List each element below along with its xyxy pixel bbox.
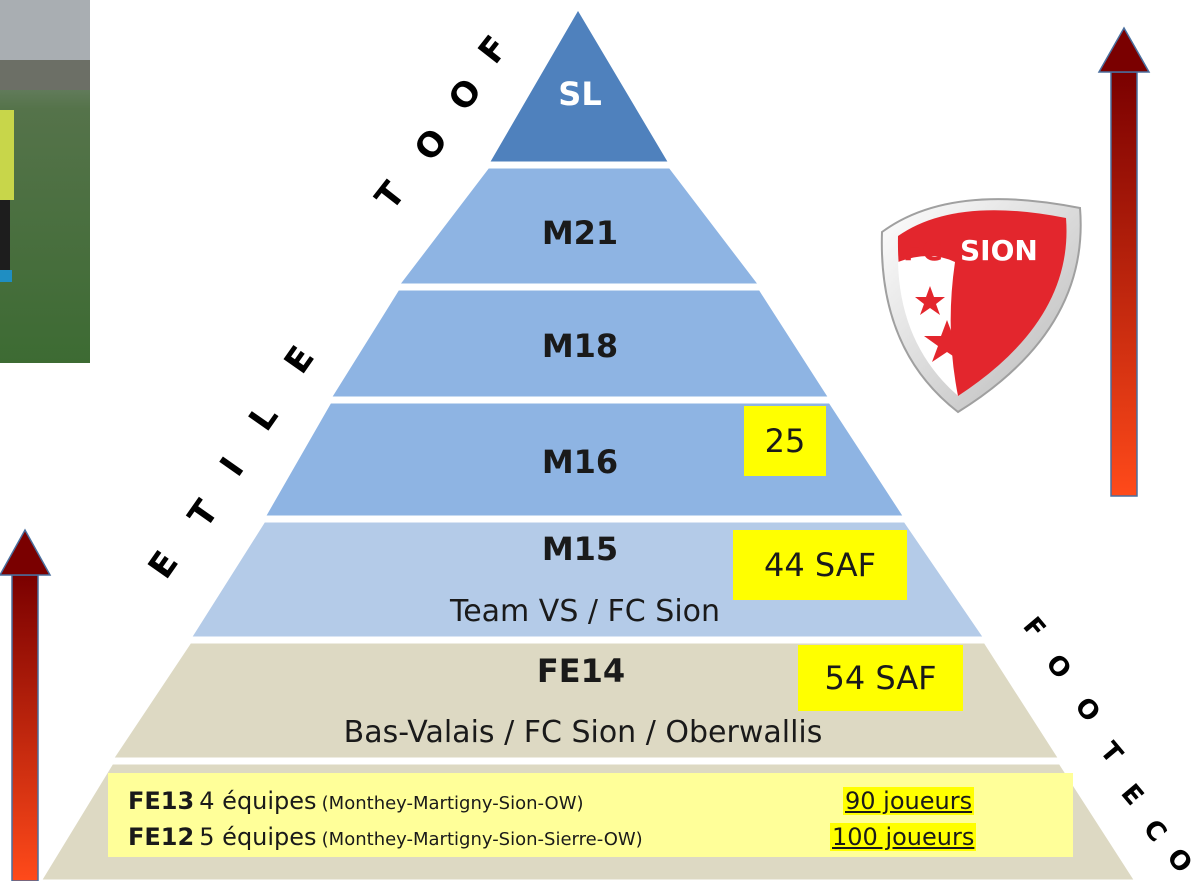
bottom-level-box: FE13 4 équipes (Monthey-Martigny-Sion-OW… [108, 773, 1073, 857]
level-title-m16: M16 [542, 443, 618, 481]
logo-star-large-icon [924, 320, 970, 362]
level-subtitle-fe14: Bas-Valais / FC Sion / Oberwallis [344, 715, 823, 750]
level-title-m21: M21 [542, 214, 618, 252]
highlight-fe14: 54 SAF [798, 645, 963, 711]
level-m21 [394, 165, 764, 287]
row-code: FE12 [128, 823, 195, 851]
level-title-fe14: FE14 [537, 652, 625, 690]
level-m18 [327, 287, 833, 400]
bottom-row-fe12: FE12 5 équipes (Monthey-Martigny-Sion-Si… [128, 823, 643, 851]
row-teams: 4 équipes [199, 787, 317, 815]
bottom-row-fe13: FE13 4 équipes (Monthey-Martigny-Sion-OW… [128, 787, 584, 815]
arrow-up-right-icon [1097, 26, 1151, 497]
level-title-m18: M18 [542, 327, 618, 365]
level-sl [485, 5, 673, 165]
row-teams: 5 équipes [199, 823, 317, 851]
logo-star-small-icon [915, 286, 945, 315]
level-subtitle-m15: Team VS / FC Sion [449, 594, 720, 629]
count-fe13: 90 joueurs [843, 787, 975, 815]
level-title-sl: SL [558, 75, 601, 113]
highlight-m16: 25 [744, 406, 826, 476]
player-photo [0, 0, 90, 363]
level-title-m15: M15 [542, 530, 618, 568]
logo-fc-text: FC [903, 234, 943, 267]
row-code: FE13 [128, 787, 195, 815]
fc-sion-logo: FC SION [880, 198, 1082, 414]
logo-sion-text: SION [960, 234, 1038, 267]
count-fe12: 100 joueurs [830, 823, 977, 851]
row-clubs: (Monthey-Martigny-Sion-Sierre-OW) [321, 829, 643, 850]
highlight-m15: 44 SAF [733, 530, 907, 600]
row-clubs: (Monthey-Martigny-Sion-OW) [321, 793, 584, 814]
arrow-up-left-icon [0, 528, 52, 881]
